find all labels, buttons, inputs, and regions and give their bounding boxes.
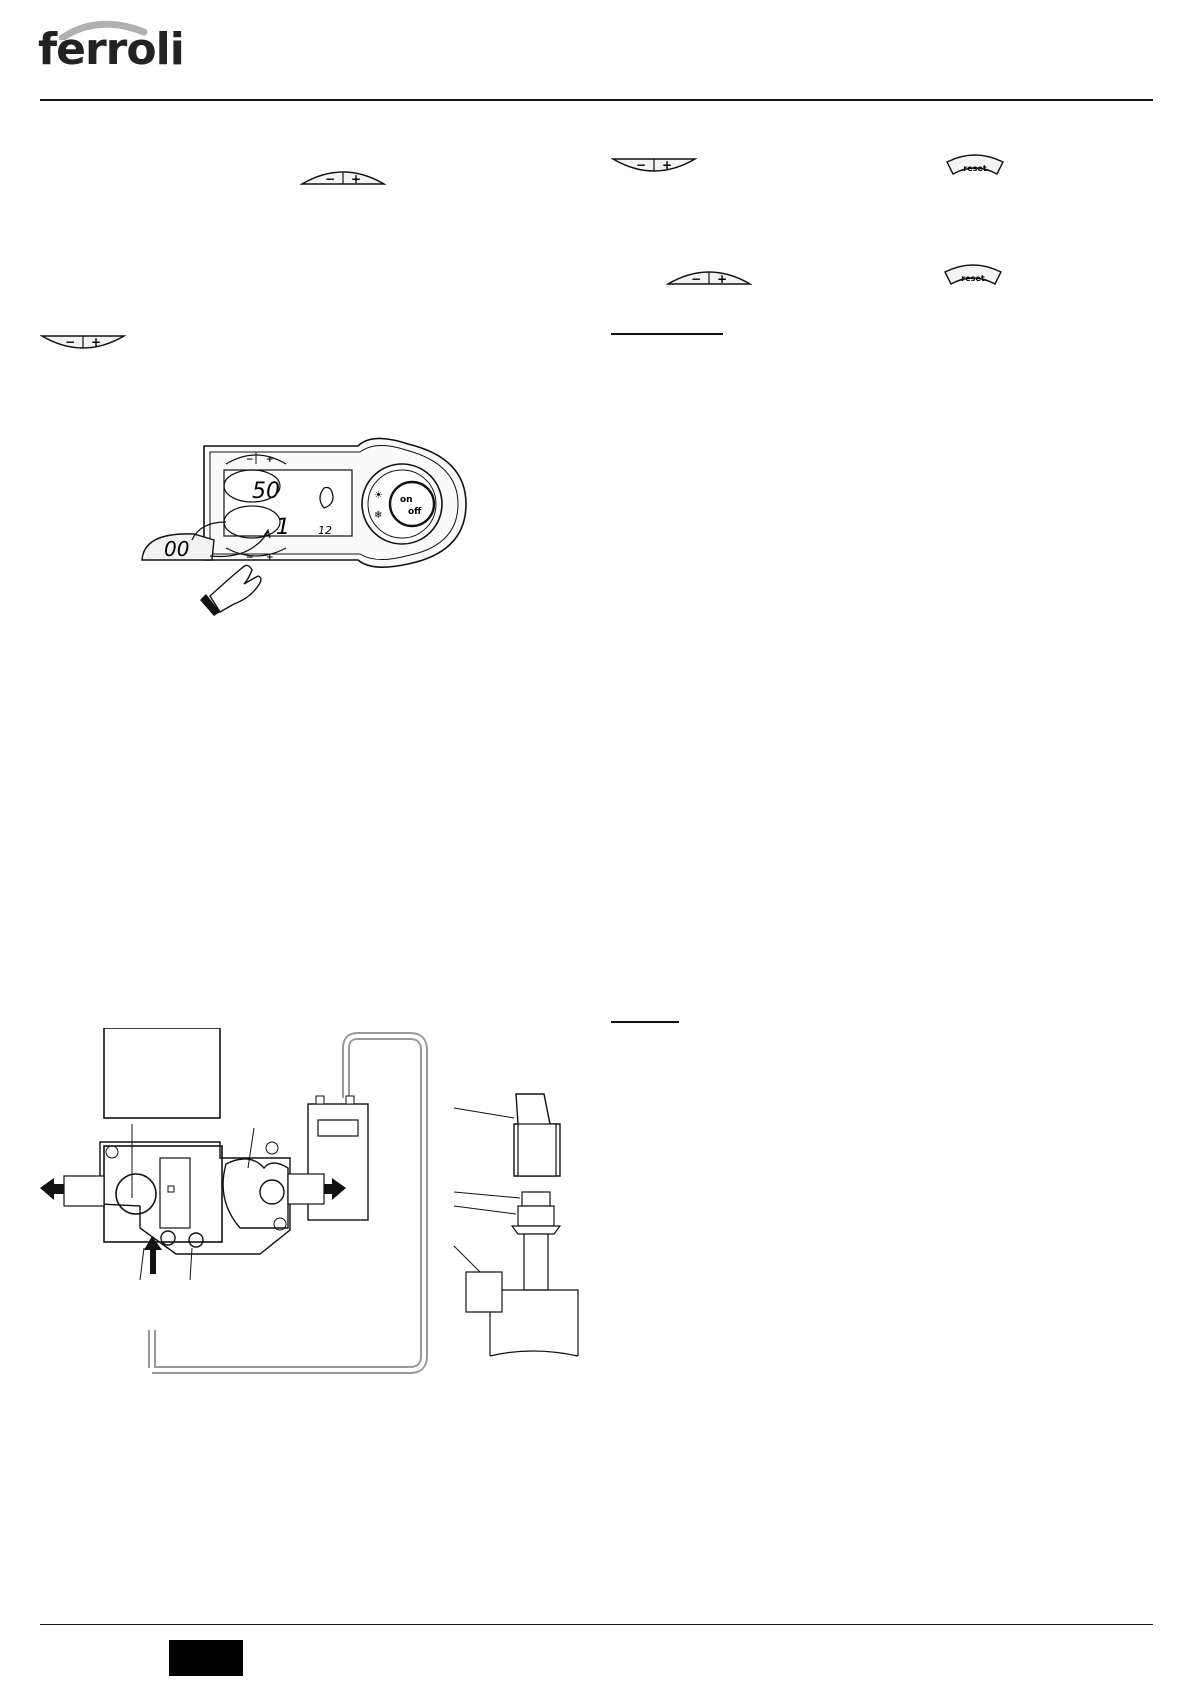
svg-text:+: + xyxy=(266,455,274,465)
control-panel-diagram: − + 50 1 12 − + on off ☀ ❄ 00 xyxy=(141,437,467,616)
svg-text:−: − xyxy=(65,335,75,349)
svg-text:reset: reset xyxy=(961,274,985,283)
svg-text:−: − xyxy=(636,158,646,172)
modulator-cap-diagram xyxy=(453,1093,579,1357)
svg-text:reset: reset xyxy=(963,164,987,173)
svg-text:❄: ❄ xyxy=(374,510,382,521)
svg-text:+: + xyxy=(351,172,361,186)
svg-text:☀: ☀ xyxy=(374,490,383,501)
brand-logo: ferroli xyxy=(38,24,185,75)
svg-text:−: − xyxy=(246,455,254,465)
svg-text:−: − xyxy=(246,553,254,563)
minus-plus-button-icon: − + xyxy=(666,271,752,286)
section-heading-underline xyxy=(611,1021,679,1023)
svg-text:−: − xyxy=(691,272,701,286)
footer-rule xyxy=(40,1624,1153,1625)
logo-swoosh-icon xyxy=(58,20,148,40)
gas-valve-diagram xyxy=(40,1028,428,1374)
minus-plus-button-icon: − + xyxy=(611,158,697,172)
svg-text:off: off xyxy=(408,507,422,517)
svg-text:+: + xyxy=(91,335,101,349)
svg-text:00: 00 xyxy=(164,537,189,561)
svg-text:12: 12 xyxy=(318,524,332,537)
svg-text:−: − xyxy=(325,172,335,186)
section-heading-underline xyxy=(611,333,723,335)
reset-button-icon: reset xyxy=(946,154,1004,175)
svg-text:+: + xyxy=(717,272,727,286)
minus-plus-button-icon: − + xyxy=(40,335,126,349)
reset-button-icon: reset xyxy=(944,264,1002,285)
svg-text:on: on xyxy=(400,495,413,505)
minus-plus-button-icon: − + xyxy=(300,171,386,186)
svg-text:+: + xyxy=(266,553,274,563)
svg-text:+: + xyxy=(662,158,672,172)
header-rule xyxy=(40,99,1153,101)
page-number-block xyxy=(169,1640,243,1676)
